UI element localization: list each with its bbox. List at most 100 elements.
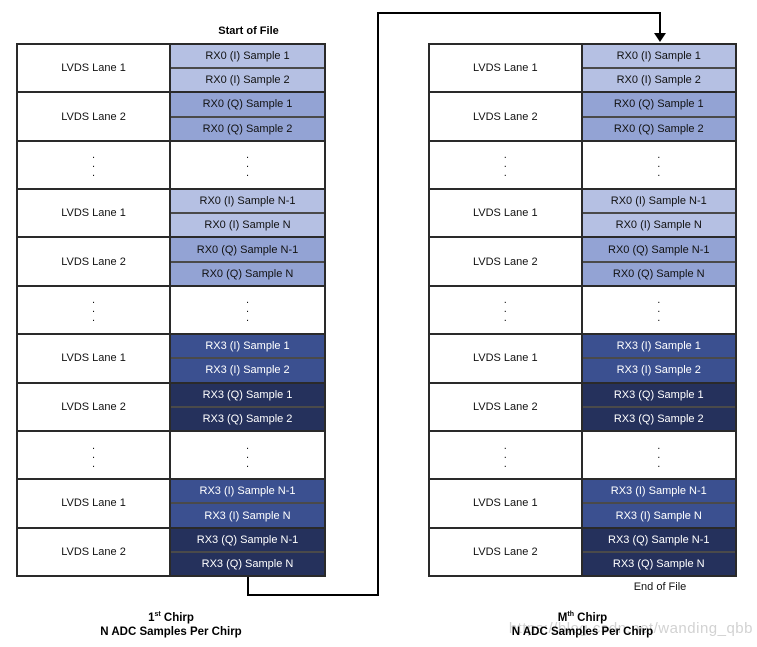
lane-label-cell: LVDS Lane 1 (430, 335, 583, 382)
ellipsis: ... (18, 141, 171, 189)
arrow-down-icon (654, 33, 666, 42)
end-of-file-label: End of File (633, 581, 687, 593)
right-caption-line1: Mth Chirp (557, 611, 608, 624)
sample-cell: RX3 (Q) Sample N-1 (582, 528, 735, 551)
start-of-file-label: Start of File (218, 25, 279, 37)
sample-cell: RX0 (I) Sample N (582, 212, 735, 237)
ellipsis: ... (18, 431, 171, 479)
sample-cell: RX0 (Q) Sample N-1 (171, 238, 324, 261)
sample-cell: RX0 (Q) Sample 1 (582, 93, 735, 116)
lane-label-cell: LVDS Lane 2 (430, 383, 583, 430)
lane-label-cell: LVDS Lane 2 (430, 528, 583, 575)
sample-cell: RX0 (I) Sample N (171, 212, 324, 237)
connector-line-bottom-horizontal (247, 594, 379, 596)
ellipsis-row: ...... (430, 429, 735, 479)
ellipsis: ... (430, 286, 583, 334)
sample-cell: RX0 (I) Sample 1 (582, 45, 735, 68)
sample-cell: RX0 (I) Sample N-1 (171, 190, 324, 213)
sample-cell: RX3 (Q) Sample N-1 (171, 528, 324, 551)
ellipsis: ... (657, 294, 661, 325)
sample-cell: RX0 (Q) Sample 1 (171, 93, 324, 116)
sample-cell: RX0 (Q) Sample 2 (582, 115, 735, 140)
sample-cell: RX3 (I) Sample 1 (171, 335, 324, 358)
sample-cell: RX0 (I) Sample N-1 (582, 190, 735, 213)
left-caption: 1st Chirp N ADC Samples Per Chirp (16, 608, 326, 639)
ellipsis: ... (245, 294, 250, 325)
sample-cell: RX3 (I) Sample N (582, 502, 735, 527)
connector-line-down-from-left-table (247, 577, 249, 596)
sample-cell: RX3 (I) Sample 2 (582, 357, 735, 382)
sample-cell: RX3 (I) Sample 2 (171, 357, 324, 382)
lane-label-cell: LVDS Lane 2 (18, 528, 171, 575)
sample-cell: RX0 (Q) Sample N (582, 260, 735, 285)
sample-cell: RX3 (I) Sample 1 (582, 335, 735, 358)
lane-label-cell: LVDS Lane 1 (430, 480, 583, 527)
sample-cell: RX3 (I) Sample N (171, 502, 324, 527)
sample-cell: RX3 (Q) Sample 1 (171, 383, 324, 406)
ellipsis-row: ...... (18, 429, 324, 479)
sample-cell: RX3 (Q) Sample 2 (582, 405, 735, 430)
lane-label-cell: LVDS Lane 1 (430, 190, 583, 237)
sample-cell: RX0 (Q) Sample N (171, 260, 324, 285)
sample-cell: RX0 (I) Sample 1 (171, 45, 324, 68)
sample-cell: RX3 (I) Sample N-1 (582, 480, 735, 503)
ellipsis: ... (245, 149, 250, 180)
sample-cell: RX3 (Q) Sample 1 (582, 383, 735, 406)
lane-label-cell: LVDS Lane 2 (430, 238, 583, 285)
ellipsis: ... (657, 149, 661, 180)
connector-line-vertical-riser (377, 12, 379, 596)
ellipsis: ... (245, 439, 250, 470)
lane-label-cell: LVDS Lane 2 (18, 93, 171, 140)
lane-label-cell: LVDS Lane 1 (430, 45, 583, 92)
sample-cell: RX3 (Q) Sample N (171, 550, 324, 575)
lane-label-cell: LVDS Lane 1 (18, 480, 171, 527)
watermark: https://blog.csdn.net/wanding_qbb (508, 620, 753, 637)
ellipsis: ... (430, 431, 583, 479)
sample-cell: RX0 (Q) Sample 2 (171, 115, 324, 140)
sample-cell: RX0 (I) Sample 2 (582, 67, 735, 92)
ellipsis-row: ...... (18, 284, 324, 334)
lane-label-cell: LVDS Lane 2 (430, 93, 583, 140)
ellipsis: ... (657, 439, 661, 470)
lane-label-cell: LVDS Lane 1 (18, 45, 171, 92)
ellipsis: ... (430, 141, 583, 189)
right-caption: Mth Chirp N ADC Samples Per Chirp (428, 608, 737, 639)
sample-cell: RX3 (Q) Sample N (582, 550, 735, 575)
sample-cell: RX3 (I) Sample N-1 (171, 480, 324, 503)
sample-cell: RX0 (I) Sample 2 (171, 67, 324, 92)
ellipsis: ... (18, 286, 171, 334)
sample-cell: RX3 (Q) Sample 2 (171, 405, 324, 430)
lane-label-cell: LVDS Lane 2 (18, 238, 171, 285)
